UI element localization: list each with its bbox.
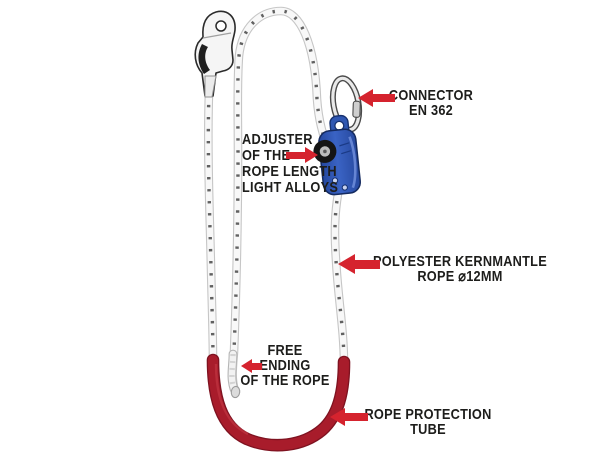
rope-protection-tube: [206, 353, 351, 452]
label-line: EN 362: [408, 102, 454, 119]
label-line: TUBE: [410, 421, 446, 438]
label-line: OF THE ROPE: [240, 372, 330, 389]
rope-label: POLYESTER KERNMANTLE ROPE ⌀12MM: [373, 254, 547, 284]
snap-hook-icon: [194, 10, 236, 98]
adjuster-label: ADJUSTER OF THE ROPE LENGTH LIGHT ALLOYS: [242, 132, 338, 196]
tube-arrow-icon: [330, 408, 368, 426]
label-line: POLYESTER KERNMANTLE: [373, 253, 547, 270]
free-end-label: FREE ENDING OF THE ROPE: [240, 343, 329, 388]
connector-arrow-icon: [358, 89, 395, 107]
connector-label: CONNECTOR EN 362: [389, 88, 473, 118]
adjuster-arrow-icon: [286, 147, 318, 163]
tube-label: ROPE PROTECTION TUBE: [364, 407, 491, 437]
label-line: ROPE PROTECTION: [364, 406, 492, 423]
rope-adjuster-icon: [313, 114, 362, 196]
free-end-arrow-icon: [241, 359, 262, 373]
label-line: LIGHT ALLOYS: [242, 179, 339, 196]
label-line: ROPE ⌀12MM: [417, 268, 503, 285]
label-line: ROPE LENGTH: [242, 163, 337, 180]
rope-arrow-icon: [338, 254, 380, 274]
free-rope-end: [227, 349, 241, 399]
label-line: CONNECTOR: [388, 87, 474, 104]
label-line: OF THE: [242, 147, 291, 164]
label-line: ADJUSTER: [242, 131, 313, 148]
label-line: FREE: [267, 342, 303, 359]
label-line: ENDING: [259, 357, 311, 374]
